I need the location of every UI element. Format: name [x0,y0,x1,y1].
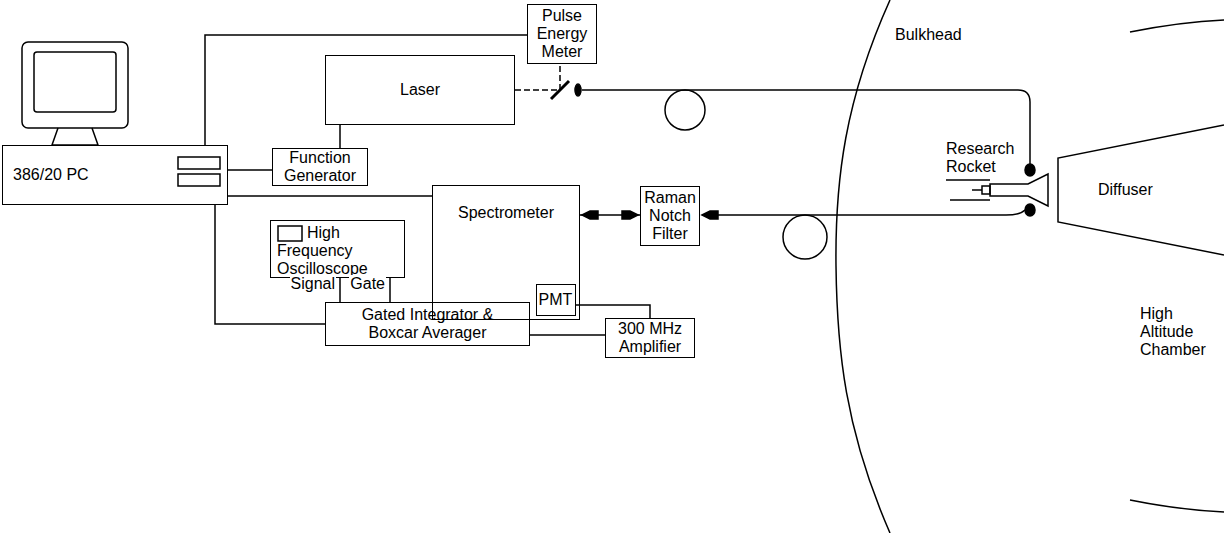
node-text: Laser [400,81,440,99]
gate-wire [389,278,391,302]
control-wire [205,35,527,145]
optical-window [1025,164,1035,176]
meter-box: Pulse Energy Meter [527,4,597,64]
integrator-box: Gated Integrator & Boxcar Averager [325,302,530,346]
generator-box: Function Generator [272,148,368,186]
region-label: High Altitude Chamber [1140,305,1218,359]
optical-fiber [580,214,640,216]
detector-box: PMT [536,284,576,316]
chamber-wall [1130,500,1224,512]
floppy-drive [178,157,220,169]
optical-fiber [718,210,1025,215]
focusing-lens [575,84,581,96]
signal-wire [339,278,341,302]
control-wire [228,169,272,171]
monitor-screen [34,52,116,112]
node-text: Pulse Energy Meter [532,7,592,61]
oscilloscope-box: High Frequency Oscilloscope [270,220,405,278]
signal-wire [576,305,651,318]
monitor-stand [52,128,98,145]
node-text: Gated Integrator & Boxcar Averager [353,306,503,342]
diffuser-duct [1058,125,1224,255]
control-wire [228,195,432,197]
floppy-drive [178,174,220,186]
bulkhead-wall [836,0,890,533]
filter-box: Raman Notch Filter [640,186,700,246]
node-text: High Frequency Oscilloscope [277,224,400,278]
propellant-line [972,189,982,191]
oscilloscope-screen [278,226,302,241]
signal-wire [530,334,605,336]
spectrometer-box: SpectrometerPMT [432,185,580,320]
part-label: Bulkhead [895,26,985,44]
node-text: Raman Notch Filter [644,189,696,243]
rocket-nozzle [990,174,1048,206]
fiber-loop [783,215,827,259]
laser-beam [515,64,560,90]
chamber-wall [1130,20,1224,32]
node-text: Function Generator [277,149,363,185]
computer-box: 386/20 PC [2,145,228,205]
wire-label: Gate [349,275,386,293]
laser-box: Laser [325,55,515,125]
part-label: Research Rocket [946,140,1018,176]
node-text: PMT [539,291,573,309]
node-text: 300 MHz Amplifier [610,320,690,356]
trigger-wire [339,125,341,148]
wire-label: Signal [290,275,336,293]
part-label: Diffuser [1098,181,1178,199]
optical-window [1025,204,1035,216]
fiber-connector [702,211,718,219]
node-text: Spectrometer [458,204,554,222]
monitor-case [22,42,128,128]
rocket-mount [946,179,990,181]
rocket-injector [982,186,990,194]
rocket-mount [950,199,990,201]
fiber-loop [665,90,705,130]
node-text: 386/20 PC [13,166,89,184]
amplifier-box: 300 MHz Amplifier [605,318,695,358]
